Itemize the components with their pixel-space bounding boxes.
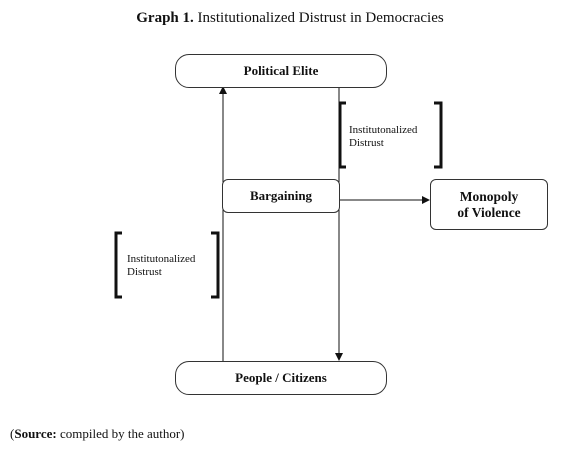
node-political-elite-label: Political Elite — [243, 63, 319, 78]
label-distrust-left-line2: Distrust — [127, 266, 162, 278]
source-text: compiled by the author) — [56, 426, 185, 441]
graph-title-prefix: Graph 1. — [136, 10, 194, 26]
label-distrust-left: Institutonalized Distrust — [127, 253, 195, 279]
node-monopoly-line1: Monopoly — [459, 188, 519, 204]
label-distrust-right: Institutonalized Distrust — [349, 124, 417, 150]
bracket-right-close — [434, 101, 443, 169]
node-bargaining-label: Bargaining — [249, 188, 313, 203]
label-distrust-right-line2: Distrust — [349, 137, 384, 149]
bracket-left-close — [211, 231, 220, 299]
node-people-citizens-label: People / Citizens — [235, 370, 327, 385]
bracket-right-open — [338, 101, 346, 169]
node-monopoly-line2: of Violence — [457, 204, 521, 220]
source-open-paren: ( — [10, 426, 15, 441]
node-political-elite: Political Elite — [175, 54, 387, 88]
node-people-citizens: People / Citizens — [175, 361, 387, 395]
node-bargaining: Bargaining — [222, 179, 340, 213]
graph-title: Graph 1. Institutionalized Distrust in D… — [0, 10, 580, 27]
node-monopoly-of-violence: Monopoly of Violence — [430, 179, 548, 230]
label-distrust-right-line1: Institutonalized — [349, 124, 418, 136]
bracket-left-open — [114, 231, 122, 299]
graph-title-text: Institutionalized Distrust in Democracie… — [197, 10, 444, 26]
source-label: Source: — [14, 426, 57, 441]
source-note: (Source: compiled by the author) — [10, 426, 185, 442]
label-distrust-left-line1: Institutonalized — [127, 253, 196, 265]
